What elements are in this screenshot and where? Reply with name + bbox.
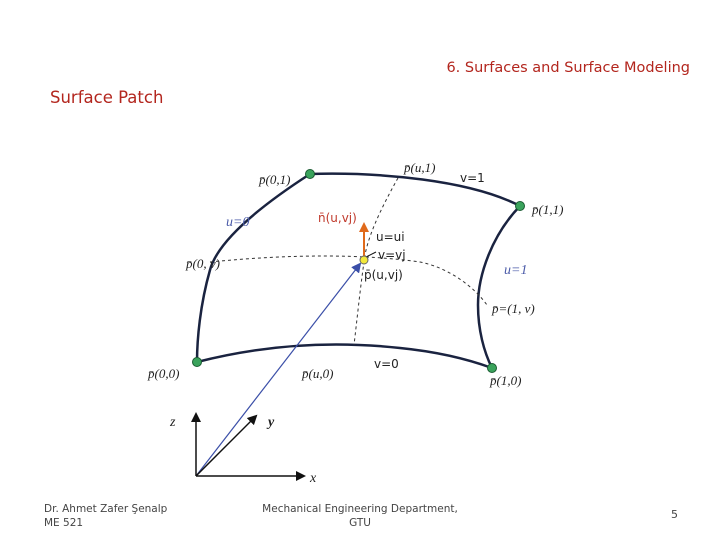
footer-course: ME 521: [44, 517, 84, 529]
axis-y-label: y: [266, 415, 275, 430]
label-p-point: p̄(u,vj): [364, 268, 403, 282]
footer-author: Dr. Ahmet Zafer Şenalp ME 521: [44, 502, 167, 530]
footer-university: GTU: [349, 517, 371, 529]
edge-u0-curve: [195, 172, 311, 363]
header-title: 6. Surfaces and Surface Modeling: [446, 60, 690, 76]
edge-v1-curve: [309, 172, 521, 208]
label-u1: u=1: [504, 263, 527, 278]
surface-point-dot: [359, 255, 369, 265]
label-v0: v=0: [374, 357, 399, 371]
iso-curve-v-j: [209, 255, 488, 306]
corner-dot-p10: [487, 363, 497, 373]
label-p0v: p̄(0, v): [185, 256, 220, 271]
label-v-eq: v=vj: [378, 248, 406, 262]
corner-dot-p01: [305, 169, 315, 179]
corner-dot-p11: [515, 201, 525, 211]
axis-y-line: [195, 414, 258, 477]
label-p1v: p̄=(1, v): [491, 301, 535, 316]
page-number: 5: [671, 508, 678, 521]
edge-u1-curve: [476, 205, 521, 369]
footer-author-name: Dr. Ahmet Zafer Şenalp: [44, 503, 168, 515]
label-v1: v=1: [460, 171, 485, 185]
label-p11: p̄(1,1): [531, 202, 563, 217]
position-vector-arrow: [195, 262, 362, 477]
label-p00: p̄(0,0): [147, 366, 179, 381]
section-title: Surface Patch: [50, 88, 164, 107]
label-p01: p̄(0,1): [258, 172, 290, 187]
label-pu0: p̄(u,0): [301, 366, 333, 381]
label-u-eq: u=ui: [376, 230, 405, 244]
label-p10: p̄(1,0): [489, 373, 521, 388]
corner-dot-p00: [192, 357, 202, 367]
footer-department: Mechanical Engineering Department, GTU: [250, 502, 470, 530]
label-normal: n̄(u,vj): [318, 211, 357, 225]
label-u0: u=0: [226, 215, 249, 230]
axis-z-label: z: [169, 415, 176, 430]
footer-dept-name: Mechanical Engineering Department,: [262, 503, 458, 515]
axis-x-label: x: [309, 471, 317, 486]
label-pu1: p̄(u,1): [403, 160, 435, 175]
edge-v0-curve: [196, 343, 493, 370]
